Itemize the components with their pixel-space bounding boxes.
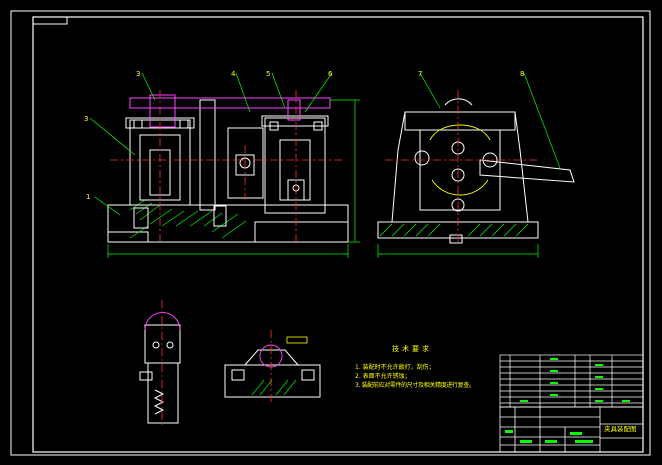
side-view: [377, 98, 575, 244]
title-block: [499, 406, 644, 453]
callout-4: 4: [231, 70, 236, 78]
callout-3-top: 3: [136, 70, 140, 78]
side-view-center-lines: [385, 90, 540, 245]
detail-view-right: [224, 349, 321, 398]
callout-3-left: 3: [84, 115, 88, 123]
detail-view-right-hatch: [251, 379, 297, 396]
front-view: [107, 94, 349, 243]
detail-view-left: [139, 324, 181, 424]
tech-requirement-line-2: 2. 表面不允许锈蚀；: [355, 372, 411, 380]
side-view-hatch: [379, 223, 529, 237]
title-block-green-marks: [505, 430, 593, 443]
callout-1: 1: [86, 193, 90, 201]
leader-lines: [89, 72, 561, 216]
callout-5: 5: [266, 70, 270, 78]
front-view-center-lines: [110, 90, 345, 245]
tech-requirement-line-3: 3. 装配前应对零件的尺寸及相关精度进行复查。: [355, 381, 475, 389]
callout-6: 6: [328, 70, 333, 78]
callout-8: 8: [520, 70, 524, 78]
detail-dimension-tag: [286, 336, 308, 344]
side-view-dimensions: [377, 244, 539, 258]
detail-view-left-magenta: [144, 312, 181, 331]
front-view-dimensions: [107, 99, 360, 258]
sheet-inner-border: [32, 16, 644, 453]
tech-requirement-line-1: 1. 装配时不允许敲打，刮伤；: [355, 363, 435, 371]
callout-7: 7: [418, 70, 422, 78]
sheet-outer-border: [10, 10, 651, 456]
tech-requirements-title: 技术要求: [392, 344, 432, 353]
title-block-drawing-name: 夹具装配图: [604, 424, 637, 433]
parts-list-green-marks: [520, 358, 630, 402]
parts-list-table: [499, 354, 644, 408]
side-view-yellow-linkage: [429, 124, 491, 196]
drawing-number-box: [32, 16, 68, 25]
